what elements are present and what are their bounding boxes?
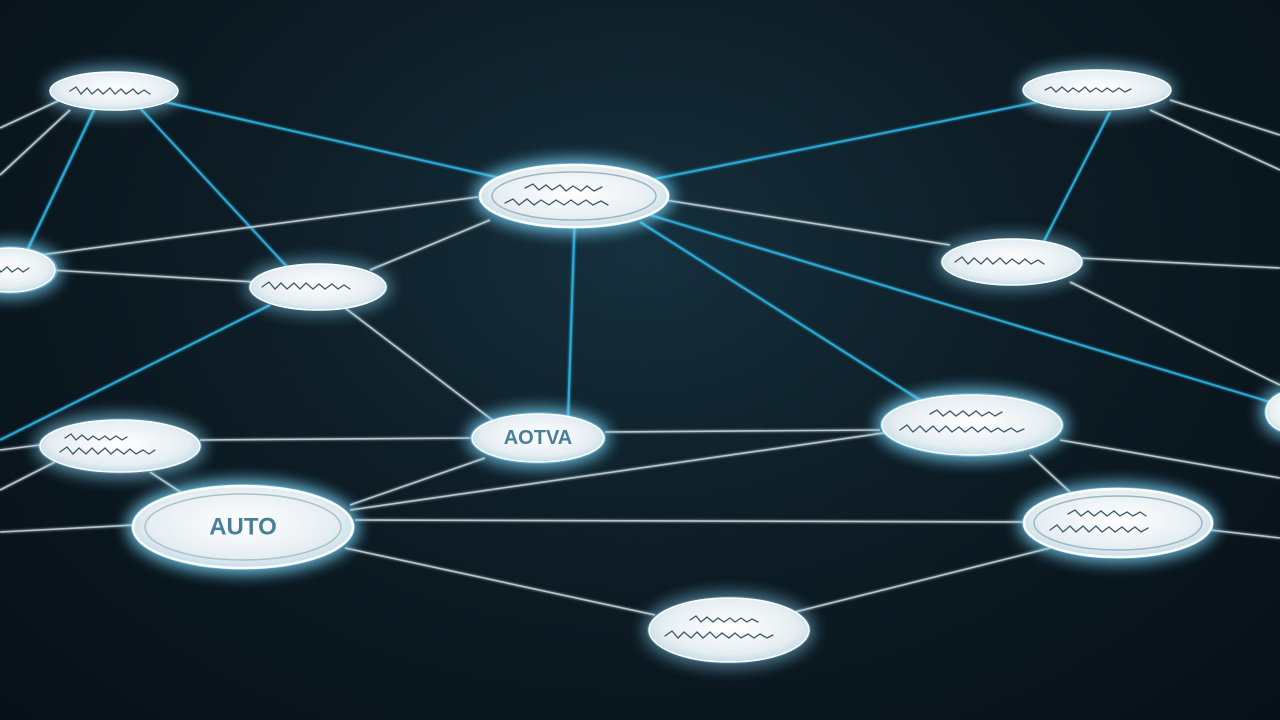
node-text-scribble	[954, 256, 1045, 265]
node-auto[interactable]: AUTO	[131, 484, 355, 570]
node-text-scribble	[0, 266, 30, 273]
node-text-scribble	[524, 183, 603, 192]
link	[39, 196, 479, 256]
link	[0, 524, 136, 533]
link	[574, 89, 1099, 196]
link	[344, 307, 496, 423]
link	[1209, 529, 1280, 539]
link	[369, 219, 491, 271]
node-text-scribble	[69, 86, 151, 96]
node-left-edge[interactable]	[0, 246, 58, 294]
connection-lines	[0, 89, 1280, 616]
link	[1041, 111, 1111, 246]
node-text-scribble	[929, 409, 1003, 417]
link	[1069, 281, 1280, 386]
link	[349, 431, 891, 511]
node-text-scribble	[504, 198, 609, 206]
node-center-lower[interactable]: AOTVA	[470, 412, 606, 464]
node-right-edge[interactable]	[1264, 390, 1280, 434]
link	[0, 461, 56, 491]
link	[49, 269, 256, 283]
link	[1029, 454, 1071, 493]
link	[24, 107, 96, 256]
nodes-layer: AOTVA AUTO	[0, 69, 1280, 664]
node-bottom-center[interactable]	[647, 596, 811, 664]
link	[1059, 439, 1280, 479]
node-text-scribble	[59, 446, 156, 455]
node-text-scribble	[664, 630, 774, 639]
link	[0, 444, 41, 451]
link	[1079, 257, 1280, 269]
node-top-left[interactable]	[49, 71, 179, 111]
node-label: AOTVA	[504, 427, 573, 449]
link	[0, 99, 61, 129]
node-lower-left[interactable]	[38, 418, 202, 474]
link	[639, 221, 921, 401]
link	[354, 519, 1026, 523]
node-text-scribble	[1049, 524, 1149, 533]
node-text-scribble	[1067, 509, 1147, 517]
link	[349, 457, 486, 506]
link	[604, 429, 881, 433]
node-text-scribble	[64, 433, 128, 441]
node-bottom-right[interactable]	[1022, 487, 1214, 559]
link	[1149, 109, 1280, 171]
link	[199, 437, 471, 441]
link	[344, 547, 656, 616]
link	[0, 109, 71, 176]
link	[566, 209, 577, 421]
node-text-scribble	[689, 615, 759, 623]
node-center-hub[interactable]	[478, 163, 670, 229]
node-right-mid[interactable]	[940, 238, 1084, 286]
link	[0, 304, 271, 441]
node-text-scribble	[1044, 86, 1132, 93]
node-mid-left[interactable]	[248, 263, 388, 311]
link	[664, 199, 951, 246]
link	[139, 107, 291, 271]
node-text-scribble	[261, 281, 351, 290]
node-right-lower[interactable]	[880, 393, 1064, 457]
link	[649, 214, 1280, 406]
node-label: AUTO	[209, 514, 277, 541]
node-text-scribble	[899, 424, 1025, 433]
link	[1169, 99, 1280, 136]
link	[794, 547, 1051, 613]
node-top-right[interactable]	[1022, 69, 1172, 111]
